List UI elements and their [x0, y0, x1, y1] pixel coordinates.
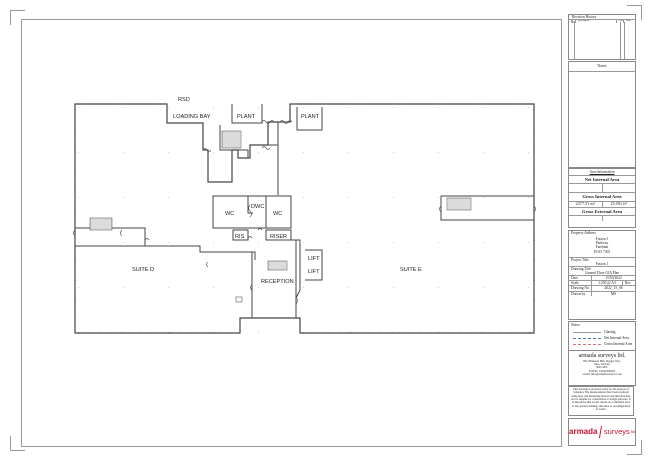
drawing-frame [21, 19, 562, 447]
legend-item-glazing: Glazing [573, 330, 633, 334]
rev-label: Rev [625, 281, 631, 286]
scale-value: 1:250 @ A3 [592, 281, 623, 286]
gross-external-area-label: Gross External Area [569, 206, 635, 215]
label-lift-1: LIFT [308, 256, 320, 262]
stair-hatch-east [446, 197, 472, 211]
logo-armada: armada [569, 427, 598, 437]
drawing-title-label: Drawing Title [571, 266, 592, 271]
legend-title: Notes: [571, 323, 581, 327]
label-suite-e: SUITE E [400, 267, 422, 273]
stair-hatch-west [89, 217, 113, 231]
date-label: Date [569, 276, 592, 281]
company-panel: armada surveys ltd. Hilo Business Hub, D… [568, 350, 636, 386]
drawing-no-label: Drawing No. [569, 286, 592, 291]
revision-history-panel: Revision History Rev Description Init Da… [568, 14, 636, 60]
company-name: armada surveys ltd. [578, 353, 626, 359]
crop-mark-top-left [10, 10, 25, 25]
door-swings [73, 120, 536, 305]
net-internal-area-label: Net Internal Area [569, 175, 635, 183]
drawing-title-value: Ground Floor GIA Plan [584, 271, 620, 275]
net-internal-area-value [569, 183, 635, 193]
floor-plan: RSD LOADING BAY PLANT PLANT WC DWC WC RI… [73, 97, 536, 334]
revision-history-header: Rev Description Init Date [569, 19, 635, 24]
property-address-line-1: Fusion 1 [595, 237, 609, 242]
crop-mark-bottom-right [627, 440, 642, 455]
logo-surveys: surveys [603, 426, 630, 436]
nia-line-icon [573, 337, 601, 339]
logo-divider [599, 426, 602, 438]
label-rsd: RSD [178, 97, 190, 103]
drawn-by-label: Drawn by [569, 291, 592, 296]
label-riser: RISER [270, 234, 287, 240]
label-suite-d: SUITE D [132, 267, 154, 273]
gia-m2: 2377.51 m² [569, 201, 603, 207]
project-title-label: Project Title [571, 257, 589, 262]
property-address-line-4: PO15 7AD [593, 249, 611, 254]
date-value: 15/03/2022 [605, 276, 622, 281]
glazing-line-icon [573, 331, 601, 333]
label-loading-bay: LOADING BAY [173, 114, 211, 120]
notes-panel: Notes [568, 61, 636, 168]
drawn-by-value: MS [610, 291, 617, 296]
property-address-label: Property Address [571, 231, 596, 235]
logo-ltd: ltd [630, 428, 635, 434]
column-box [235, 296, 243, 303]
property-address-line-3: Fareham [595, 245, 609, 250]
gross-internal-area-values: 2377.51 m² 25,591 ft² [569, 200, 635, 207]
area-information-panel: Area Information Net Internal Area Gross… [568, 168, 636, 228]
legend-item-nia: Net Internal Area [573, 336, 633, 340]
label-wc-2: WC [273, 211, 282, 217]
label-plant-2: PLANT [301, 114, 320, 120]
label-plant-1: PLANT [237, 114, 256, 120]
crop-mark-bottom-left [10, 436, 25, 451]
notes-title: Notes [569, 62, 635, 72]
property-address-line-2: Parkway [595, 241, 609, 246]
label-dwc: DWC [251, 204, 264, 210]
label-lift-2: LIFT [308, 269, 320, 275]
label-ris: RIS [235, 234, 245, 240]
disclaimer-panel: This drawing is prepared solely for the … [568, 386, 634, 416]
crop-mark-top-right [627, 5, 642, 20]
column-grid [74, 104, 534, 334]
gia-line-icon [573, 343, 601, 345]
gia-ft2: 25,591 ft² [610, 201, 627, 206]
project-title-value: Fusion 1 [595, 261, 609, 266]
perimeter-ticks [74, 103, 535, 334]
drawing-details-panel: Property Address Fusion 1 Parkway Fareha… [568, 230, 636, 320]
revision-history-title: Revision History [572, 15, 597, 19]
scale-label: Scale [569, 281, 592, 286]
label-wc-1: WC [225, 211, 234, 217]
stair-hatch-reception [267, 260, 288, 271]
legend-panel: Notes: Glazing Net Internal Area Gross I… [568, 321, 636, 351]
gross-internal-area-label: Gross Internal Area [569, 192, 635, 200]
company-logo: armada surveys ltd [568, 418, 636, 446]
area-information-title: Area Information [589, 170, 615, 174]
stair-hatch-north [221, 130, 242, 149]
drawing-no-value: 2022_15_06 [604, 286, 623, 291]
label-reception: RECEPTION [261, 279, 294, 285]
legend-item-gia: Gross Internal Area [573, 342, 633, 346]
